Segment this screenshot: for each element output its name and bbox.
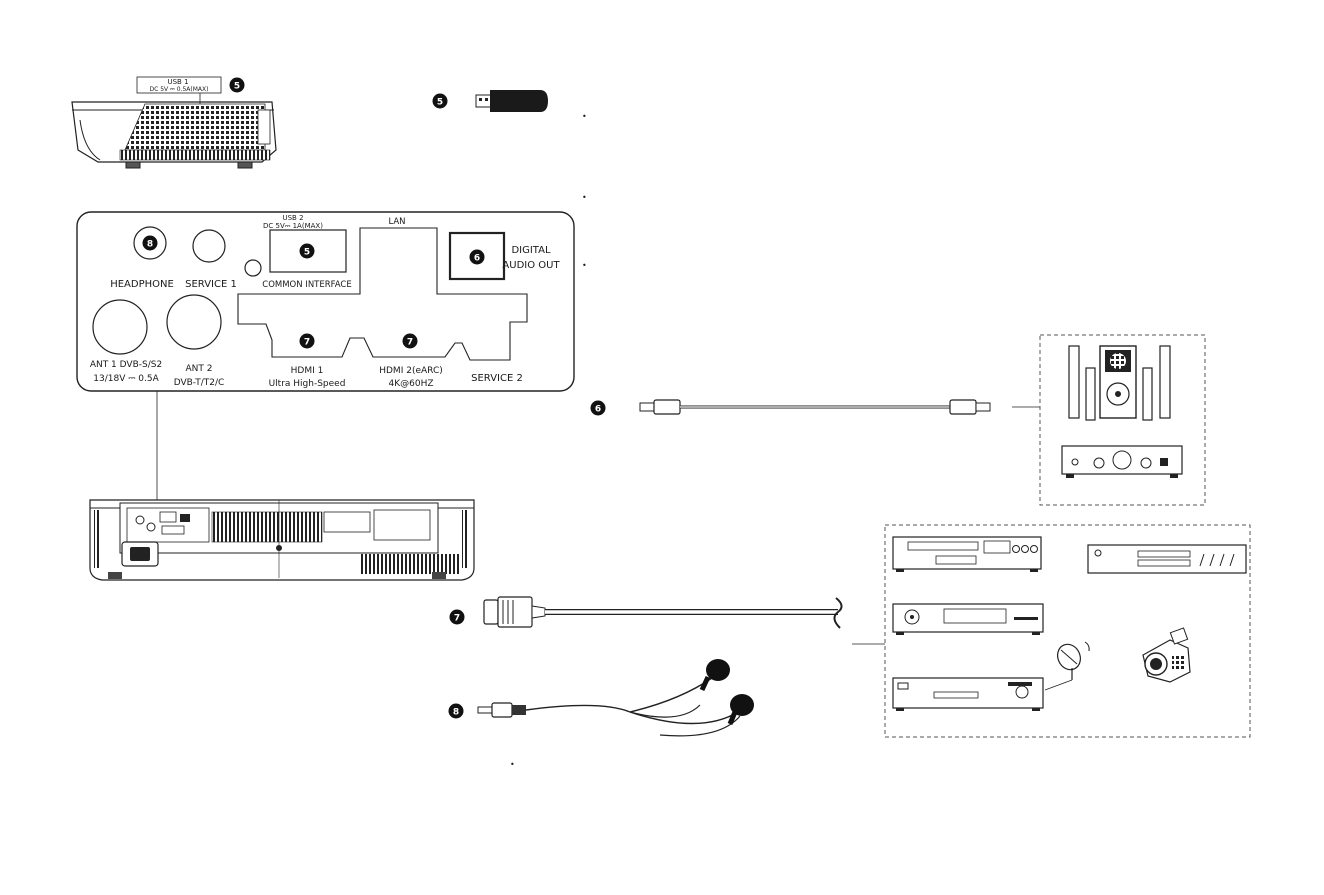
- digital-audio-label-2: AUDIO OUT: [502, 260, 560, 271]
- projector-side-view: [72, 102, 276, 168]
- hdmi-cable: 7: [450, 597, 886, 644]
- ant2-label-1: ANT 2: [186, 364, 213, 374]
- bullet-mark-4: •: [510, 760, 515, 769]
- set-top-box-icon: [893, 604, 1043, 635]
- ant1-port: [93, 300, 147, 354]
- usb1-callout: USB 1 DC 5V ⎓ 0.5A(MAX) 5: [137, 77, 245, 104]
- headphone-label: HEADPHONE: [110, 279, 174, 290]
- badge-headphone-number: 8: [147, 240, 153, 250]
- ant1-label-2: 13/18V ⎓ 0.5A: [93, 374, 159, 384]
- satellite-receiver-icon: [893, 678, 1043, 711]
- video-sources-group: [885, 525, 1250, 737]
- service2-label: SERVICE 2: [471, 373, 523, 384]
- badge-earphone-number: 8: [453, 708, 459, 718]
- dvd-player-icon: [893, 537, 1041, 572]
- connector-panel: 8 HEADPHONE SERVICE 1 USB 2 DC 5V⎓ 1A(MA…: [77, 212, 574, 391]
- ant2-label-2: DVB-T/T2/C: [174, 378, 225, 388]
- camcorder-icon: [1143, 628, 1190, 682]
- badge-hdmi-cable-number: 7: [454, 614, 460, 624]
- badge-hdmi2-number: 7: [407, 338, 413, 348]
- service1-port: [193, 230, 225, 262]
- ant2-port: [167, 295, 221, 349]
- badge-usb2-number: 5: [304, 248, 310, 258]
- bullet-mark-2: •: [582, 193, 587, 202]
- speaker-system-icon: [1069, 346, 1170, 420]
- ci-indicator: [245, 260, 261, 276]
- usb2-label: USB 2: [282, 214, 303, 222]
- cd-player-icon: [1088, 545, 1246, 573]
- earphone-cable: 8: [449, 659, 755, 736]
- usb2-rating: DC 5V⎓ 1A(MAX): [263, 222, 323, 230]
- ant1-label-1: ANT 1 DVB-S/S2: [90, 360, 162, 370]
- satellite-dish-icon: [1045, 641, 1089, 690]
- bullet-mark-1: •: [582, 112, 587, 121]
- badge-hdmi1-number: 7: [304, 338, 310, 348]
- hdmi1-label-2: Ultra High-Speed: [269, 379, 346, 389]
- common-interface-label: COMMON INTERFACE: [262, 280, 351, 290]
- optical-cable: 6: [591, 400, 1041, 416]
- bullet-mark-3: •: [582, 261, 587, 270]
- badge-digital-audio-number: 6: [474, 254, 480, 264]
- usb1-rating: DC 5V ⎓ 0.5A(MAX): [150, 86, 209, 93]
- earbud-left: [706, 659, 730, 681]
- amplifier-icon: [1062, 446, 1182, 478]
- digital-audio-label-1: DIGITAL: [511, 245, 551, 256]
- lan-label: LAN: [388, 217, 405, 227]
- projector-rear-view: [90, 500, 474, 580]
- hdmi2-label-1: HDMI 2(eARC): [379, 366, 443, 376]
- usb-stick: 5: [433, 90, 549, 112]
- service1-label: SERVICE 1: [185, 279, 237, 290]
- audio-equipment-group: [1040, 335, 1205, 505]
- badge-usb-stick-number: 5: [437, 98, 443, 108]
- badge-optical-number: 6: [595, 405, 601, 415]
- hdmi1-label-1: HDMI 1: [291, 366, 324, 376]
- hdmi2-label-2: 4K@60HZ: [388, 379, 433, 389]
- usb1-label: USB 1: [167, 78, 188, 86]
- badge-usb1-number: 5: [234, 82, 240, 92]
